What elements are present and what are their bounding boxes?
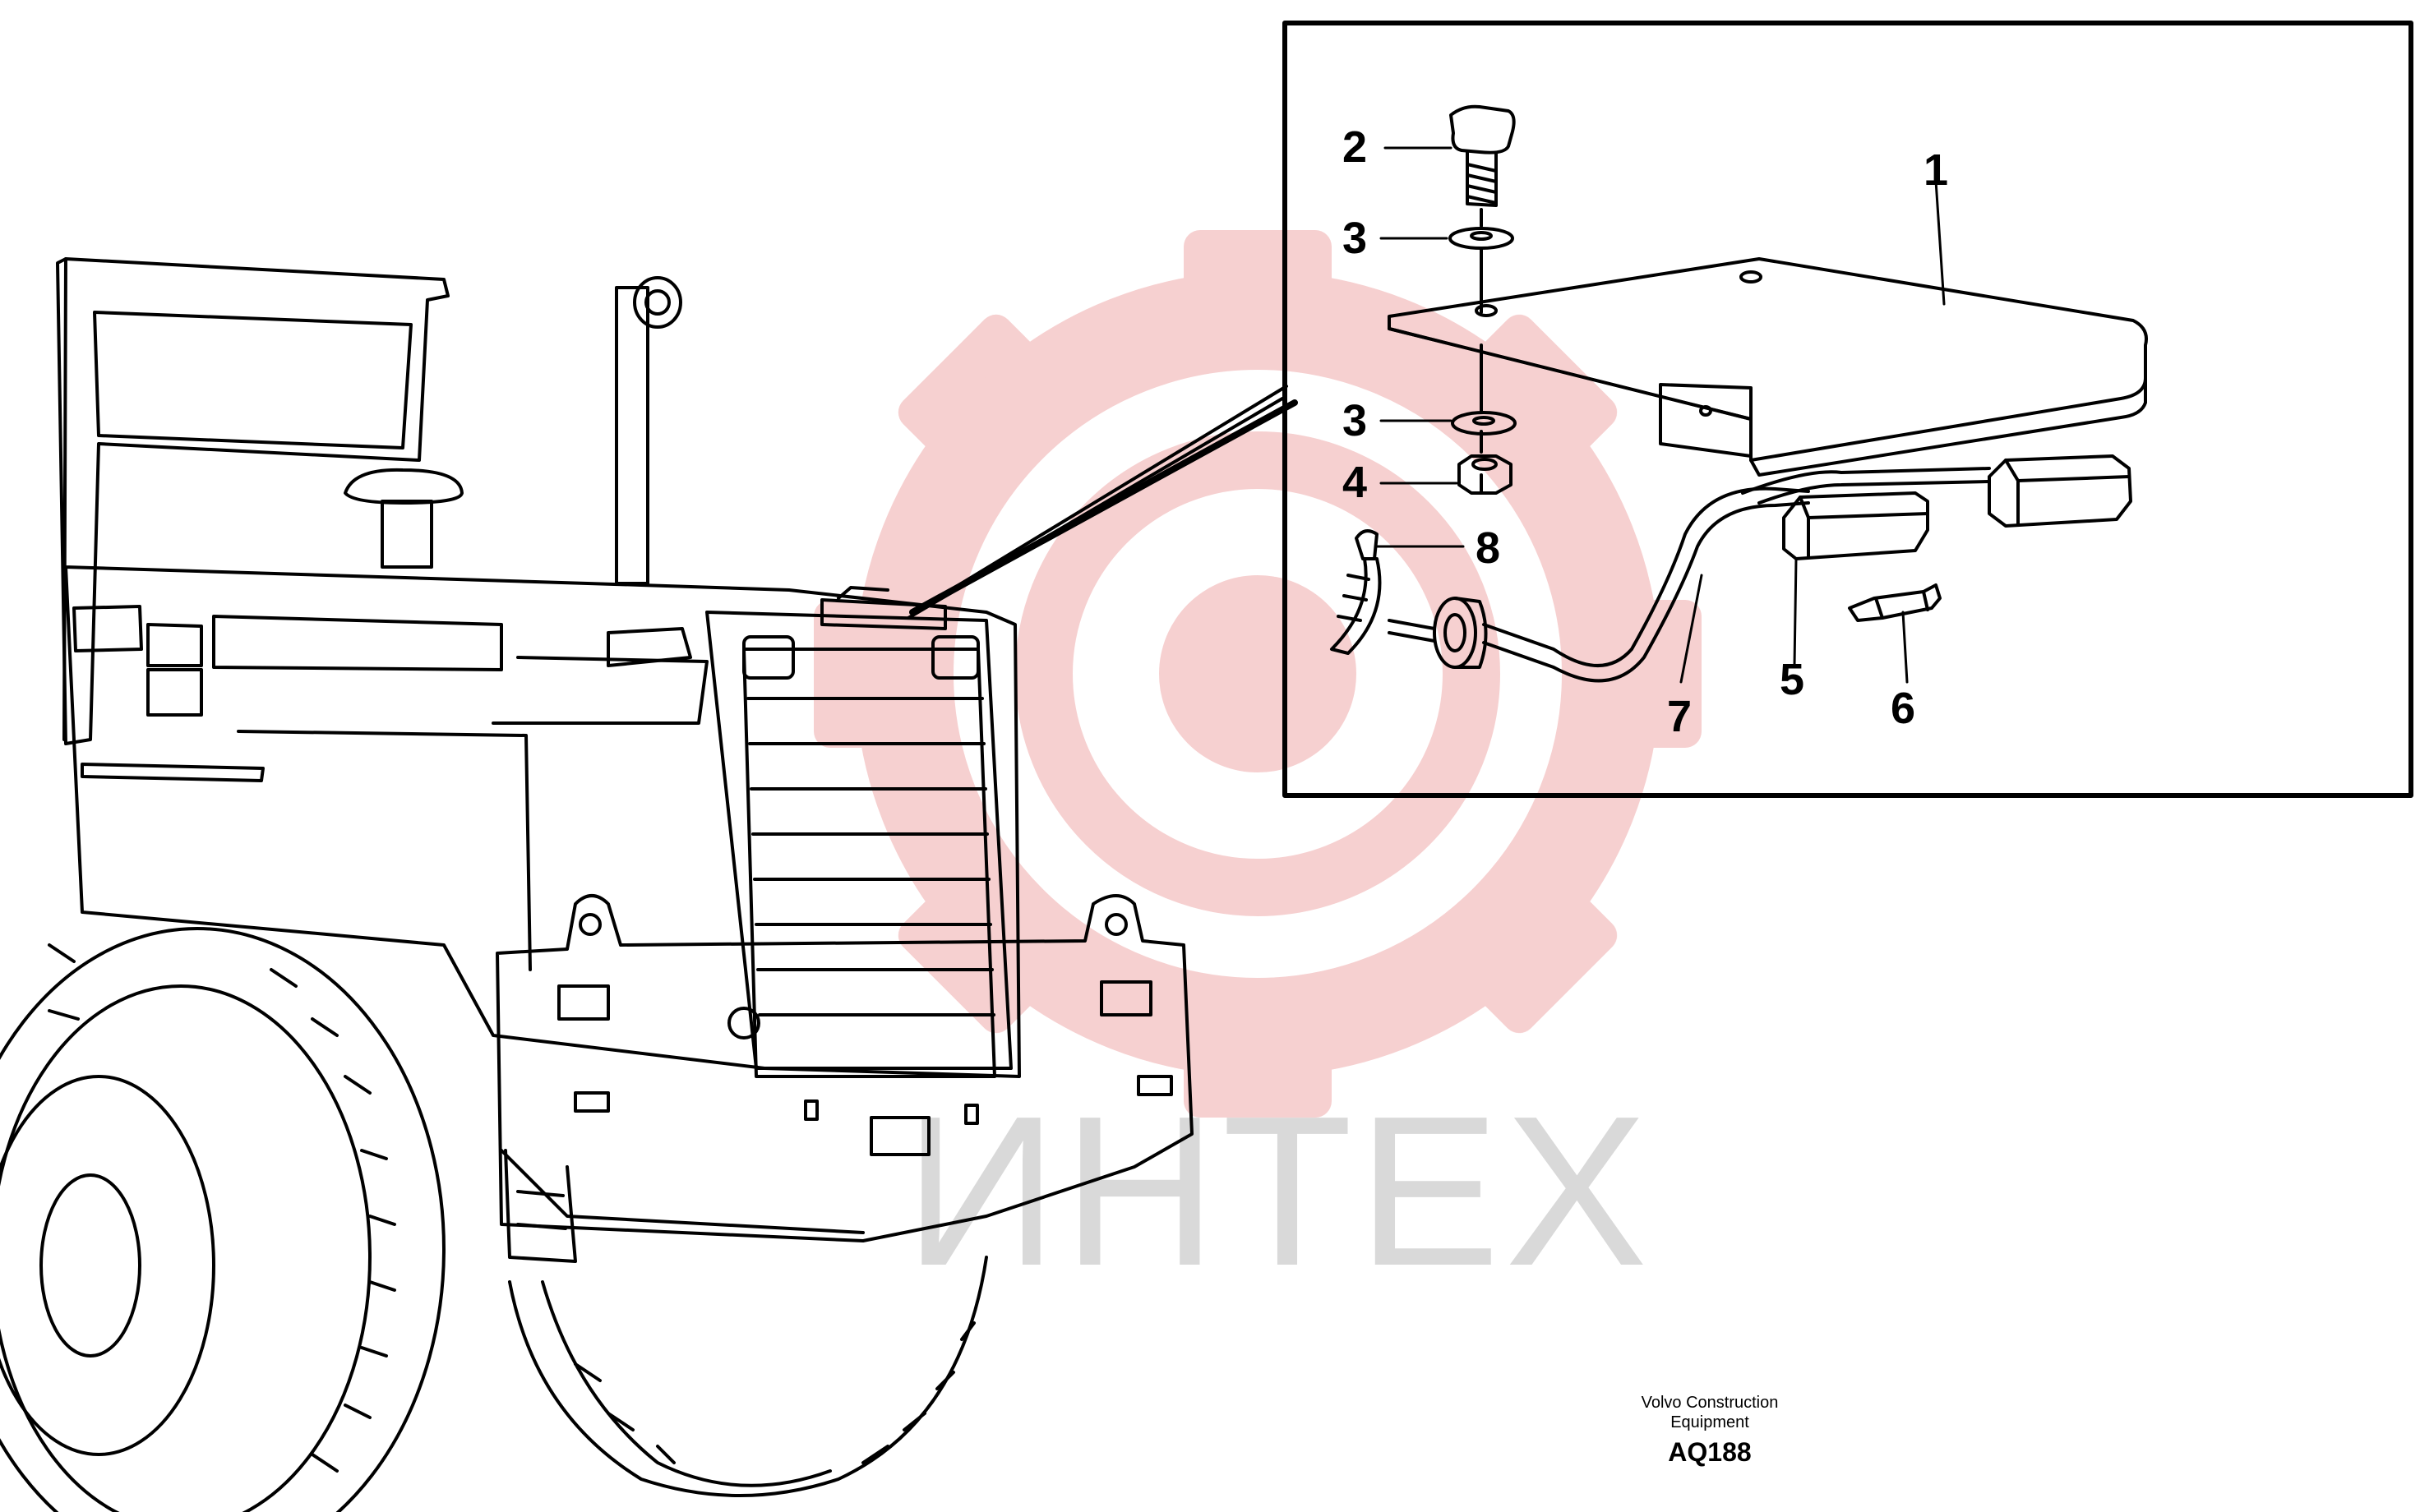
part-5-connector <box>1782 454 2132 560</box>
right-wheel <box>508 1256 988 1497</box>
part-6-bulb <box>1848 583 1942 622</box>
callout-8: 8 <box>1476 523 1501 573</box>
callout-5: 5 <box>1780 655 1805 704</box>
engine-hood <box>64 565 1021 1078</box>
callout-2: 2 <box>1342 122 1368 172</box>
callout-1: 1 <box>1924 145 1949 195</box>
radiator-grille <box>705 586 1013 1078</box>
callout-3-upper: 3 <box>1342 214 1368 263</box>
left-wheel <box>0 927 446 1512</box>
callout-6: 6 <box>1891 684 1916 733</box>
beacon-light <box>344 468 464 569</box>
cab-outline <box>56 257 450 745</box>
callout-leaders <box>1375 146 1946 684</box>
caption-line-2: Equipment <box>1670 1413 1749 1431</box>
part-3-washer-lower <box>1451 411 1517 436</box>
drawing-caption: Volvo Construction Equipment AQ188 <box>1595 1393 1825 1468</box>
grommet <box>1388 597 1488 669</box>
part-3-washer-upper <box>1448 227 1514 250</box>
part-1-bracket <box>1388 257 2148 477</box>
caption-line-1: Volvo Construction <box>1641 1394 1779 1412</box>
callout-7: 7 <box>1667 692 1693 741</box>
callout-3-lower: 3 <box>1342 396 1368 445</box>
ladder <box>504 1149 577 1263</box>
part-7-cable <box>1482 467 1991 683</box>
callout-4: 4 <box>1342 458 1368 507</box>
part-4-nut <box>1457 454 1512 495</box>
drawing-code: AQ188 <box>1668 1437 1752 1467</box>
watermark-text: ИНТЕХ <box>904 1072 1653 1311</box>
detail-leader <box>907 385 1298 620</box>
detail-frame <box>1282 21 2413 798</box>
part-2-bolt <box>1449 104 1516 207</box>
exhaust-pipe <box>615 276 682 585</box>
counterweight <box>496 894 1194 1242</box>
part-8-cable-tie <box>1330 529 1382 655</box>
